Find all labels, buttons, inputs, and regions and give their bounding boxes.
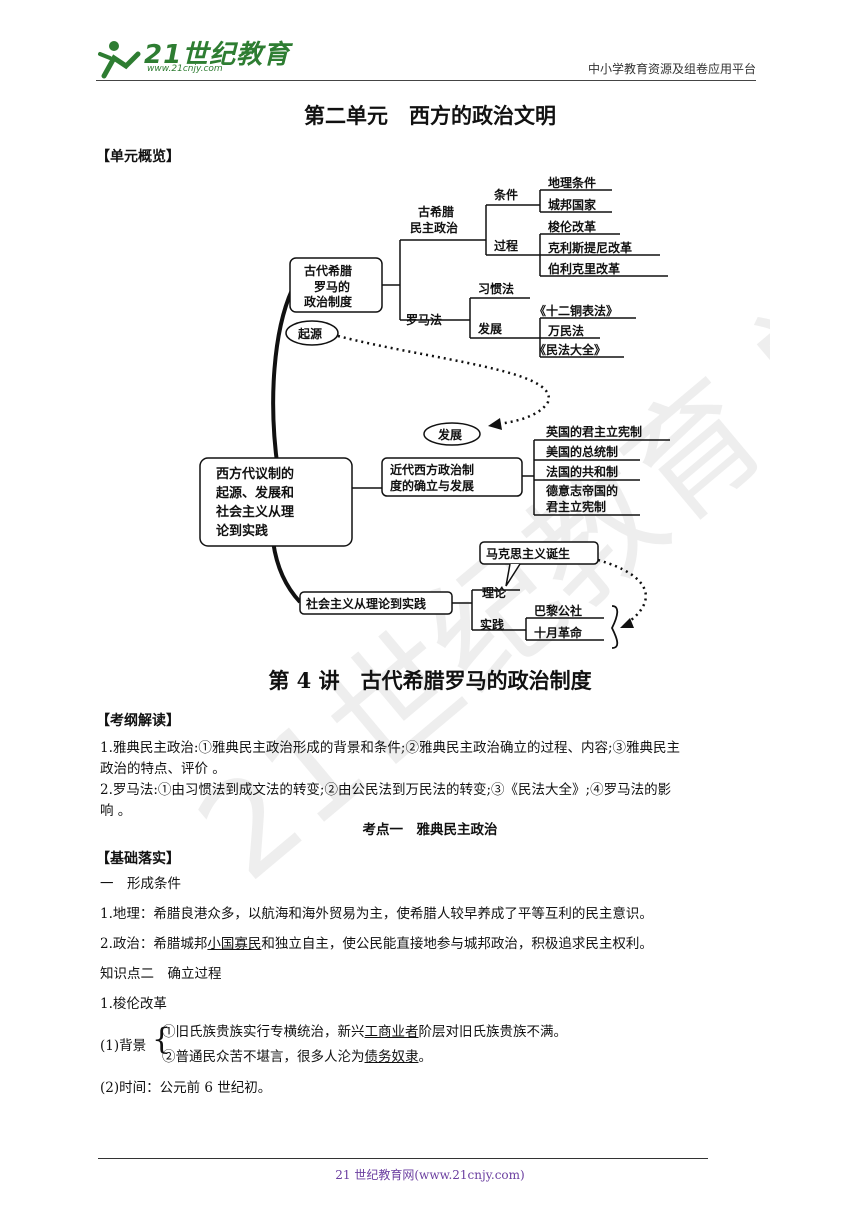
branch1-line-1: 古代希腊 — [304, 263, 352, 278]
marx-node: 马克思主义诞生 — [486, 546, 570, 561]
custom-law-node: 习惯法 — [478, 281, 514, 296]
city-state-node: 城邦国家 — [548, 197, 597, 212]
syllabus-line-4: 响 。 — [100, 803, 132, 819]
pericles-node: 伯利克里改革 — [548, 261, 620, 276]
conditions-label: 条件 — [493, 187, 518, 202]
development-label: 发展 — [477, 321, 502, 336]
branch2-line-1: 近代西方政治制 — [390, 462, 474, 477]
branch2-line-2: 度的确立与发展 — [390, 478, 474, 493]
politics-pre: 2.政治：希腊城邦 — [100, 936, 208, 952]
bg2-pre: ②普通民众苦不堪言，很多人沦为 — [162, 1049, 365, 1065]
october-node: 十月革命 — [534, 625, 583, 640]
geo-line: 1.地理：希腊良港众多，以航海和海外贸易为主，使希腊人较早养成了平等互利的民主意… — [100, 906, 653, 922]
syllabus-line-2: 政治的特点、评价 。 — [100, 761, 226, 777]
branch1-line-2: 罗马的 — [314, 279, 350, 294]
process-label: 过程 — [494, 238, 518, 253]
twelve-tables-node: 《十二铜表法》 — [534, 303, 618, 318]
mind-map: 西方代议制的 起源、发展和 社会主义从理 论到实践 古代希腊 罗马的 政治制度 … — [199, 175, 670, 649]
logo-url: www.21cnjy.com — [147, 64, 223, 74]
greek-line-2: 民主政治 — [410, 220, 458, 235]
syllabus-heading: 【考纲解读】 — [96, 713, 180, 729]
politics-post: 和独立自主，使公民能直接地参与城邦政治，积极追求民主权利。 — [261, 936, 653, 952]
greek-line-1: 古希腊 — [418, 204, 454, 219]
practice-label: 实践 — [480, 617, 504, 632]
time-line: (2)时间：公元前 6 世纪初。 — [100, 1080, 272, 1096]
politics-underlined: 小国寡民 — [207, 936, 262, 952]
bg1-post: 阶层对旧氏族贵族不满。 — [418, 1024, 568, 1040]
solon-node: 梭伦改革 — [548, 219, 596, 234]
root-line-2: 起源、发展和 — [215, 485, 294, 501]
overview-heading: 【单元概览】 — [96, 149, 180, 165]
root-line-4: 论到实践 — [216, 523, 268, 539]
us-node: 美国的总统制 — [546, 444, 618, 459]
unit-title: 第二单元 西方的政治文明 — [304, 103, 556, 128]
background-item-1: ①旧氏族贵族实行专横统治，新兴工商业者阶层对旧氏族贵族不满。 — [162, 1022, 762, 1043]
syllabus-line-1: 1.雅典民主政治:①雅典民主政治形成的背景和条件;②雅典民主政治确立的过程、内容… — [100, 740, 681, 756]
de-node-line-1: 德意志帝国的 — [546, 483, 618, 498]
bg2-post: 。 — [418, 1049, 433, 1065]
syllabus-block: 1.雅典民主政治:①雅典民主政治形成的背景和条件;②雅典民主政治确立的过程、内容… — [100, 738, 760, 822]
politics-line: 2.政治：希腊城邦小国寡民和独立自主，使公民能直接地参与城邦政治，积极追求民主权… — [100, 934, 760, 955]
geo-node: 地理条件 — [548, 175, 596, 190]
basics-heading: 【基础落实】 — [96, 851, 180, 867]
logo-icon — [98, 41, 141, 79]
background-item-2: ②普通民众苦不堪言，很多人沦为债务奴隶。 — [162, 1047, 762, 1068]
bg1-underlined: 工商业者 — [364, 1024, 419, 1040]
corpus-node: 《民法大全》 — [534, 342, 606, 357]
theory-label: 理论 — [482, 585, 507, 600]
logo-text: 21世纪教育 — [144, 40, 291, 70]
syllabus-line-3: 2.罗马法:①由习惯法到成文法的转变;②由公民法到万民法的转变;③《民法大全》;… — [100, 782, 672, 798]
sub-heading-2: 知识点二 确立过程 — [100, 966, 222, 982]
header-slogan: 中小学教育资源及组卷应用平台 — [587, 62, 756, 76]
fr-node: 法国的共和制 — [546, 464, 618, 479]
background-label: (1)背景 — [100, 1038, 147, 1054]
bg2-underlined: 债务奴隶 — [364, 1049, 419, 1065]
bg1-pre: ①旧氏族贵族实行专横统治，新兴 — [162, 1024, 365, 1040]
root-line-3: 社会主义从理 — [215, 504, 294, 520]
paris-node: 巴黎公社 — [534, 603, 582, 618]
lecture-title: 第 4 讲 古代希腊罗马的政治制度 — [268, 668, 592, 693]
solon-heading: 1.梭伦改革 — [100, 996, 167, 1012]
uk-node: 英国的君主立宪制 — [546, 424, 642, 439]
roman-law-label: 罗马法 — [406, 312, 442, 327]
development-bubble: 发展 — [437, 427, 462, 442]
brace-icon: { — [152, 1022, 172, 1057]
footer-divider — [98, 1158, 708, 1159]
origin-bubble: 起源 — [297, 326, 322, 341]
footer-link[interactable]: 21 世纪教育网(www.21cnjy.com) — [335, 1168, 525, 1182]
kaodian-heading: 考点一 雅典民主政治 — [362, 822, 498, 838]
sub-heading-1: 一 形成条件 — [100, 876, 181, 892]
branch1-line-3: 政治制度 — [304, 294, 353, 309]
de-node-line-2: 君主立宪制 — [545, 499, 606, 514]
header-divider — [96, 80, 756, 81]
cleisthenes-node: 克利斯提尼改革 — [548, 240, 632, 255]
jus-gentium-node: 万民法 — [547, 323, 584, 338]
root-line-1: 西方代议制的 — [216, 466, 294, 482]
branch3-node: 社会主义从理论到实践 — [305, 596, 426, 611]
